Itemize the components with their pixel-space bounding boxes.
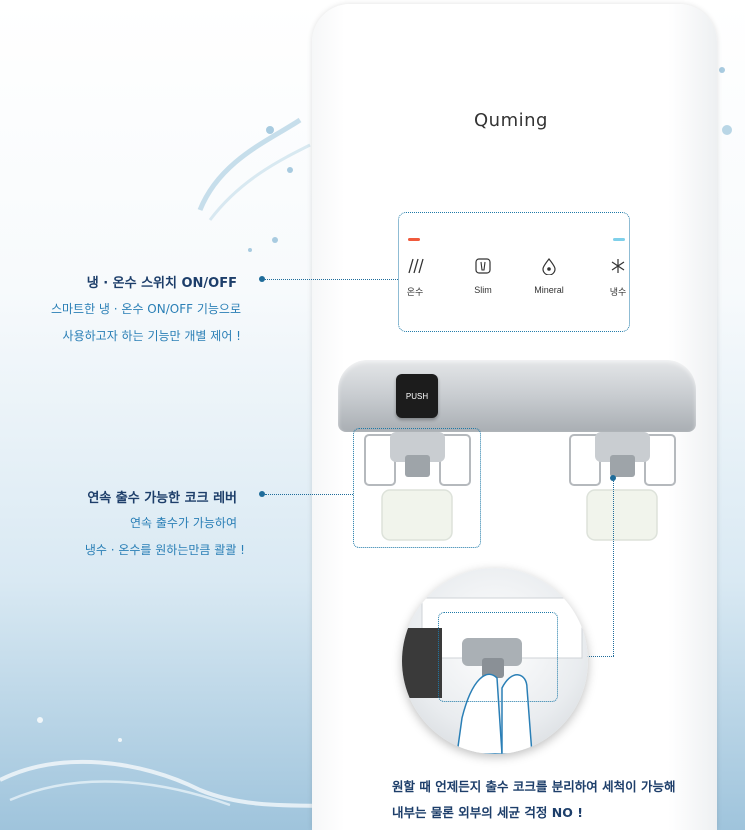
lever-callout-line <box>265 494 353 495</box>
slim-cup-icon <box>475 258 491 274</box>
slim-button[interactable]: Slim <box>455 256 511 295</box>
brand-logo: Quming <box>474 110 548 131</box>
detach-description-line1: 원할 때 언제든지 출수 코크를 분리하여 세척이 가능해 <box>392 779 676 794</box>
mineral-button[interactable]: Mineral <box>521 256 577 295</box>
mineral-drop-icon <box>542 258 556 275</box>
cold-indicator <box>613 238 625 241</box>
lever-callout-title: 연속 출수 가능한 코크 레버 <box>87 491 237 506</box>
cold-water-label: 냉수 <box>609 287 627 297</box>
right-faucet[interactable] <box>565 430 680 545</box>
switch-callout-dot <box>259 276 265 282</box>
left-faucet[interactable] <box>360 430 475 545</box>
faucet-highlight <box>353 428 481 548</box>
hot-water-button[interactable]: 온수 <box>387 256 443 298</box>
water-splash-top <box>197 117 311 252</box>
switch-callout-line <box>265 279 398 280</box>
switch-callout-line1: 스마트한 냉 · 온수 ON/OFF 기능으로 <box>50 302 241 316</box>
push-button[interactable]: PUSH <box>396 374 438 418</box>
detach-callout-dot <box>610 475 616 481</box>
control-panel-highlight <box>398 212 630 332</box>
hot-indicator <box>408 238 420 241</box>
cold-water-button[interactable]: 냉수 <box>590 256 646 298</box>
hot-water-label: 온수 <box>406 287 424 297</box>
detached-faucet-illustration <box>402 597 583 754</box>
lever-callout-line2: 냉수 · 온수를 원하는만큼 콸콸 ! <box>84 543 245 557</box>
detach-description-line2: 내부는 물론 외부의 세균 걱정 NO ! <box>392 805 583 820</box>
lever-callout-dot <box>259 491 265 497</box>
detach-detail-highlight <box>438 612 558 702</box>
slim-label: Slim <box>474 285 492 295</box>
cold-water-icon <box>611 259 625 273</box>
switch-callout-line2: 사용하고자 하는 기능만 개별 제어 ! <box>62 329 241 343</box>
switch-callout-title: 냉 · 온수 스위치 ON/OFF <box>86 276 237 291</box>
lever-callout-line1: 연속 출수가 가능하여 <box>130 516 237 530</box>
water-drop-right <box>719 67 732 135</box>
dispensing-tray <box>338 360 696 432</box>
detach-callout-vline <box>613 481 614 656</box>
mineral-label: Mineral <box>534 285 564 295</box>
hot-water-icon <box>408 258 424 274</box>
